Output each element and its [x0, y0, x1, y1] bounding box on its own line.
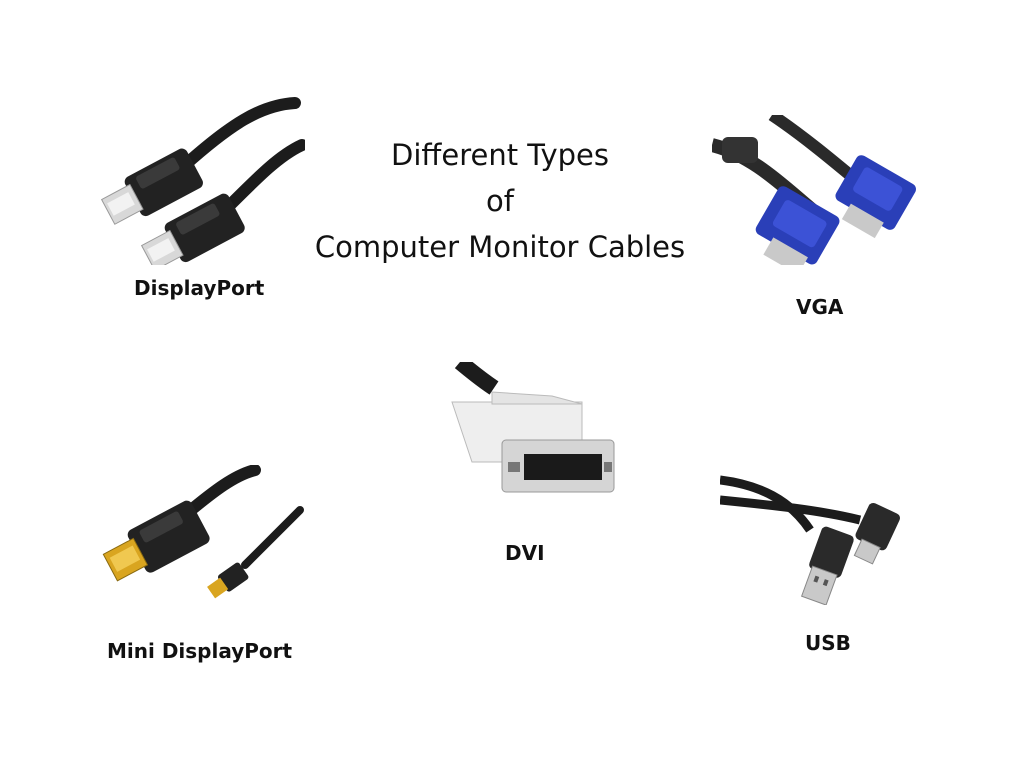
title-line-1: Different Types	[390, 138, 610, 172]
title-line-2: of	[486, 184, 514, 218]
mini-displayport-cable-icon	[95, 465, 305, 605]
page-title: Different Types of Computer Monitor Cabl…	[300, 132, 700, 270]
title-line-3: Computer Monitor Cables	[314, 230, 686, 264]
usb-label: USB	[805, 631, 851, 655]
usb-cable-icon	[720, 470, 920, 605]
vga-cable-icon	[712, 115, 917, 265]
displayport-label: DisplayPort	[134, 276, 265, 300]
vga-label: VGA	[796, 295, 844, 319]
mini-displayport-label: Mini DisplayPort	[107, 639, 293, 663]
dvi-label: DVI	[505, 541, 545, 565]
dvi-cable-icon	[432, 362, 617, 502]
displayport-cable-icon	[90, 95, 305, 265]
